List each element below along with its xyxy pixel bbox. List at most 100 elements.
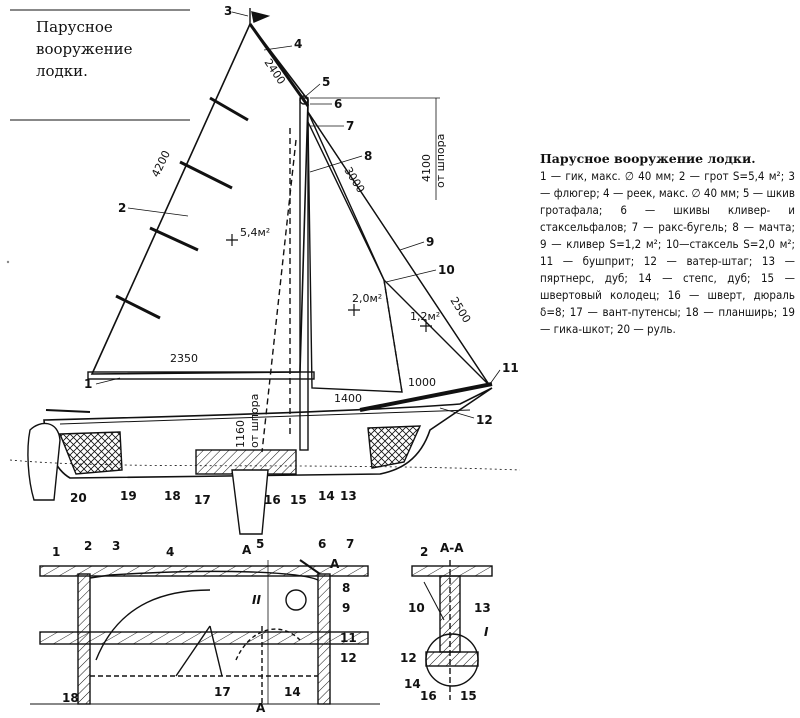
vane: [251, 11, 271, 23]
batten-2: [179, 160, 233, 190]
area-cross-main: [226, 234, 238, 246]
plan-label-9: 9: [342, 601, 350, 615]
label-9: 9: [426, 235, 434, 249]
plan-label-1: 1: [52, 545, 60, 559]
section-view-texts: А-А 2 10 13 12 14 16 15 I: [400, 541, 491, 703]
section-leader-a: [423, 581, 445, 621]
section-view: [411, 560, 493, 700]
plan-arc-left: [95, 589, 211, 661]
label-8: 8: [364, 149, 372, 163]
label-13: 13: [340, 489, 357, 503]
label-4: 4: [294, 37, 302, 51]
plan-label-3: 3: [112, 539, 120, 553]
section-keel: [425, 651, 479, 667]
section-label-12: 12: [400, 651, 417, 665]
plan-detail-label: II: [252, 593, 261, 607]
plan-stay-2: [209, 625, 223, 677]
waterline: [9, 459, 521, 471]
dim-2500: 2500: [447, 295, 473, 326]
section-detail-label: I: [484, 625, 489, 639]
plan-label-6: 6: [318, 537, 326, 551]
label-16: 16: [264, 493, 281, 507]
side-elevation-texts: 4200 2400 3000 2500 2350 1000 1400 1160 …: [70, 4, 519, 507]
area-cross-jib: [420, 320, 432, 332]
title-line-1: Парусное: [36, 18, 113, 36]
label-10: 10: [438, 263, 455, 277]
plan-label-8: 8: [342, 581, 350, 595]
figure-caption: Парусное вооружение лодки. 1 — гик, макс…: [540, 150, 795, 338]
label-20: 20: [70, 491, 87, 505]
title-line-3: лодки.: [36, 62, 88, 80]
bowsprit: [359, 382, 493, 412]
side-elevation: [9, 8, 521, 535]
section-label-2: 2: [420, 545, 428, 559]
plan-detail-ii: [285, 589, 307, 611]
dim-1160: 1160: [234, 420, 247, 448]
plan-label-17: 17: [214, 685, 231, 699]
section-label-16: 16: [420, 689, 437, 703]
dim-1400: 1400: [334, 392, 362, 405]
tiller: [45, 409, 91, 413]
hull: [43, 387, 493, 479]
plan-bottom-gunwale: [39, 631, 369, 645]
label-19: 19: [120, 489, 137, 503]
plan-thwart: [89, 570, 319, 581]
staysail-luff: [383, 279, 403, 393]
label-14: 14: [318, 489, 335, 503]
caption-text: 1 — гик, макс. ∅ 40 мм; 2 — грот S=5,4 м…: [540, 169, 795, 336]
leader-lines: [95, 11, 501, 419]
plan-label-2: 2: [84, 539, 92, 553]
forestay: [307, 111, 491, 387]
area-cross-staysail: [348, 304, 360, 316]
dim-4100: 4100: [420, 154, 433, 182]
plan-left-wall: [77, 573, 91, 705]
label-7: 7: [346, 119, 354, 133]
plan-label-4: 4: [166, 545, 174, 559]
scan-speck: [6, 260, 10, 264]
area-main: 5,4м²: [240, 226, 270, 239]
batten-1: [209, 96, 249, 122]
centreboard: [231, 469, 269, 535]
dim-4100-sub: от шпора: [434, 134, 447, 188]
dim-2350: 2350: [170, 352, 198, 365]
section-label-14: 14: [404, 677, 421, 691]
dim-3000: 3000: [341, 165, 367, 196]
plan-label-11: 11: [340, 631, 357, 645]
section-title: А-А: [440, 541, 464, 555]
plan-stay: [175, 625, 211, 677]
plan-section-a-right: А: [330, 557, 340, 571]
caption-title: Парусное вооружение лодки.: [540, 151, 756, 166]
plan-label-7: 7: [346, 537, 354, 551]
label-12: 12: [476, 413, 493, 427]
boom: [87, 371, 315, 380]
dim-1160-sub: от шпора: [248, 394, 261, 448]
plan-arc-right: [235, 628, 301, 661]
section-label-10: 10: [408, 601, 425, 615]
section-label-13: 13: [474, 601, 491, 615]
dim-1000: 1000: [408, 376, 436, 389]
dim-4200: 4200: [149, 148, 173, 179]
shroud-line: [261, 139, 297, 453]
section-deck: [411, 565, 493, 577]
plan-label-18: 18: [62, 691, 79, 705]
plan-label-5: 5: [256, 537, 264, 551]
label-18: 18: [164, 489, 181, 503]
sheer-line: [59, 409, 471, 425]
label-15: 15: [290, 493, 307, 507]
label-1: 1: [84, 377, 92, 391]
area-staysail: 2,0м²: [352, 292, 382, 305]
label-11: 11: [502, 361, 519, 375]
label-3: 3: [224, 4, 232, 18]
rudder: [27, 422, 61, 501]
title-line-2: вооружение: [36, 40, 133, 58]
batten-4: [115, 294, 161, 320]
plan-fitting: [299, 559, 321, 575]
buoyancy-fwd: [367, 425, 422, 469]
plan-view-texts: 1 2 3 4 5 6 7 8 9 11 12 14 17 18 А А А I…: [52, 537, 357, 715]
plan-label-12: 12: [340, 651, 357, 665]
plan-section-a-top: А: [242, 543, 252, 557]
plan-section-a-bottom: А: [256, 701, 266, 715]
section-label-15: 15: [460, 689, 477, 703]
label-17: 17: [194, 493, 211, 507]
